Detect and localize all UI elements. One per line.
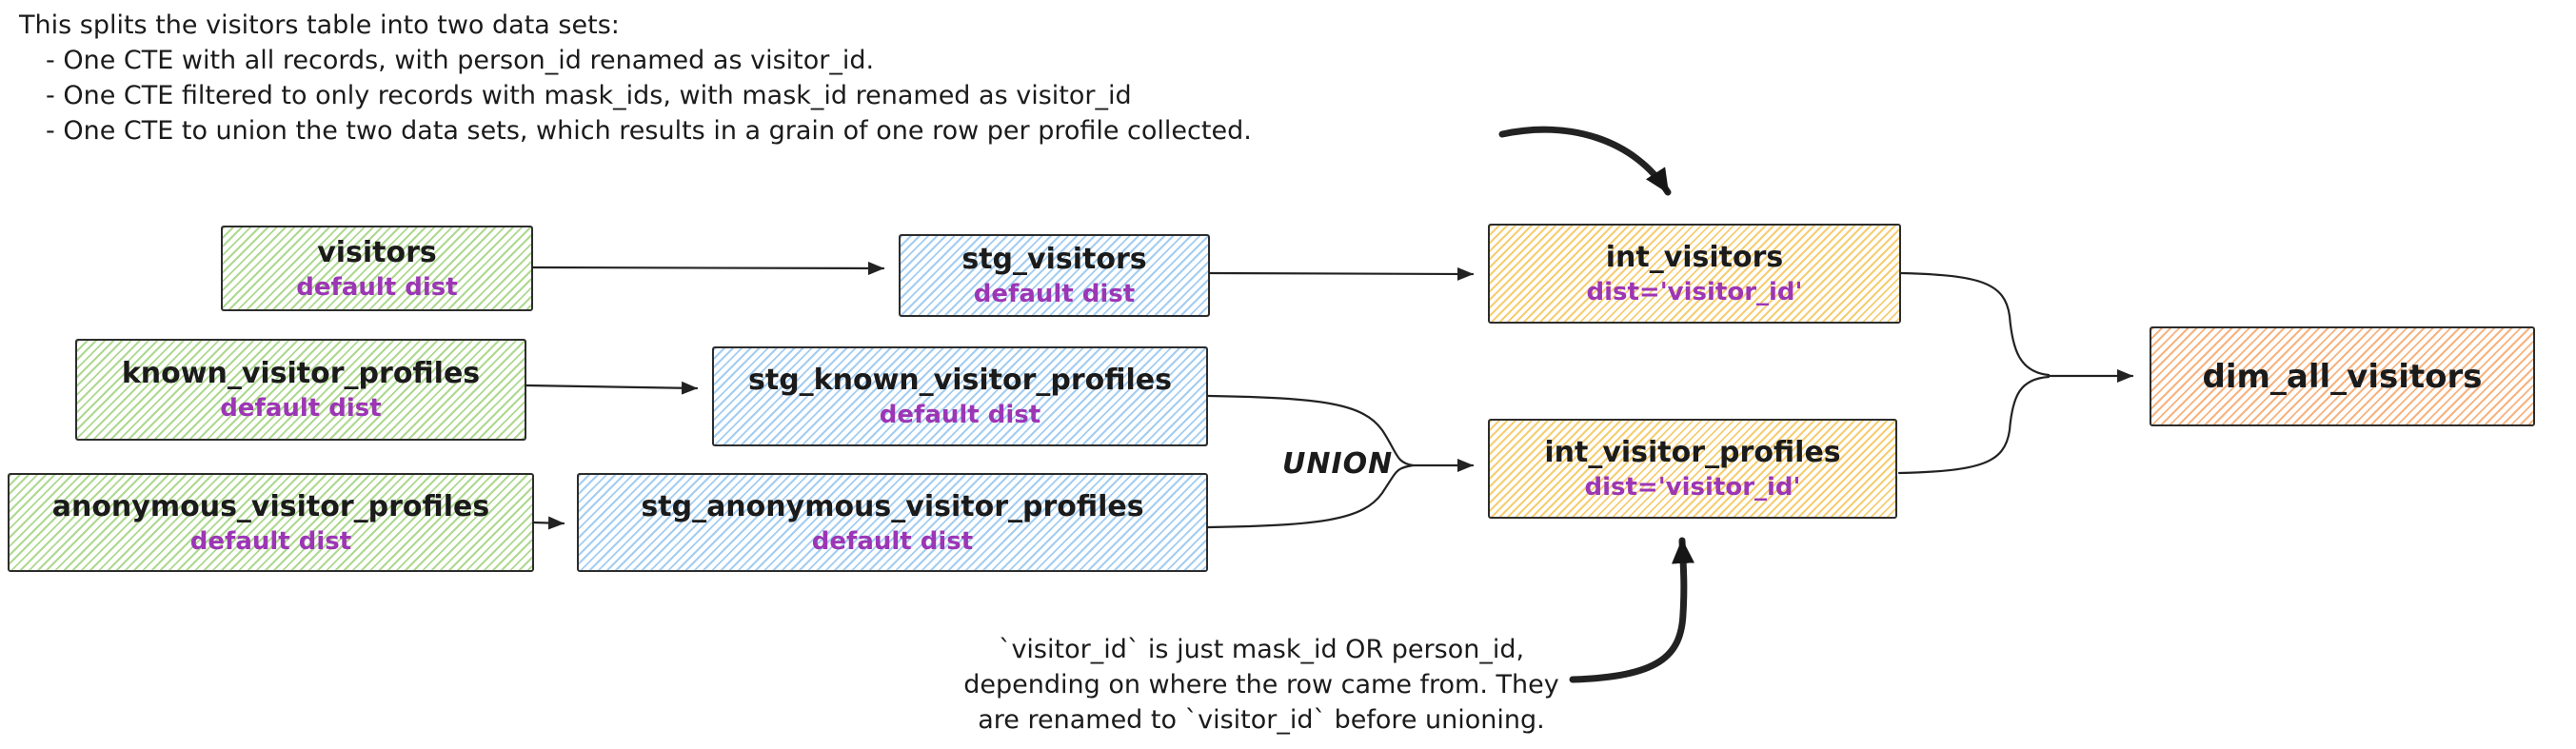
node-int-visitor-profiles: int_visitor_profiles dist='visitor_id'	[1488, 419, 1897, 519]
union-label: UNION	[1282, 447, 1394, 481]
node-int-visitor-profiles-subtitle: dist='visitor_id'	[1584, 473, 1801, 502]
annotation-bottom-line-1: `visitor_id` is just mask_id OR person_i…	[998, 635, 1525, 664]
node-known-visitor-profiles: known_visitor_profiles default dist	[75, 339, 526, 441]
node-visitors: visitors default dist	[221, 226, 533, 311]
arrow-anonymous-to-stg-anonymous	[532, 516, 565, 530]
annotation-top-line-2: - One CTE with all records, with person_…	[46, 46, 875, 75]
curve-int-visitors-to-merge	[1899, 271, 2051, 377]
annotation-bottom: `visitor_id` is just mask_id OR person_i…	[947, 632, 1575, 738]
node-stg-anonymous-visitor-profiles-title: stg_anonymous_visitor_profiles	[641, 489, 1144, 523]
annotation-top-line-4: - One CTE to union the two data sets, wh…	[46, 116, 1252, 146]
node-stg-visitors-title: stg_visitors	[961, 243, 1147, 276]
annotation-top-line-1: This splits the visitors table into two …	[19, 10, 620, 40]
node-stg-known-visitor-profiles: stg_known_visitor_profiles default dist	[712, 346, 1208, 446]
node-anonymous-visitor-profiles-title: anonymous_visitor_profiles	[51, 489, 490, 523]
node-int-visitor-profiles-title: int_visitor_profiles	[1544, 436, 1841, 469]
node-int-visitors: int_visitors dist='visitor_id'	[1488, 224, 1901, 324]
curve-stg-known-to-union	[1206, 394, 1415, 467]
node-int-visitors-title: int_visitors	[1605, 241, 1784, 274]
node-known-visitor-profiles-subtitle: default dist	[220, 394, 382, 423]
arrow-known-to-stg-known	[525, 381, 699, 395]
node-stg-visitors-subtitle: default dist	[973, 280, 1136, 308]
node-anonymous-visitor-profiles-subtitle: default dist	[189, 526, 352, 556]
node-visitors-subtitle: default dist	[296, 272, 458, 302]
node-known-visitor-profiles-title: known_visitor_profiles	[121, 357, 481, 390]
arrow-stg-visitors-to-int-visitors	[1208, 266, 1475, 281]
annotation-bottom-line-2: depending on where the row came from. Th…	[963, 670, 1559, 700]
node-dim-all-visitors-title: dim_all_visitors	[2202, 357, 2483, 396]
arrow-visitors-to-stg-visitors	[531, 261, 885, 275]
node-stg-anonymous-visitor-profiles: stg_anonymous_visitor_profiles default d…	[577, 473, 1208, 572]
annotation-arrow-bottom-to-int-visitor-profiles	[1569, 537, 1694, 683]
annotation-bottom-line-3: are renamed to `visitor_id` before union…	[978, 705, 1545, 735]
node-stg-known-visitor-profiles-subtitle: default dist	[879, 401, 1041, 429]
node-int-visitors-subtitle: dist='visitor_id'	[1586, 278, 1803, 306]
annotation-arrow-top-to-int-visitors	[1498, 126, 1672, 196]
node-visitors-title: visitors	[317, 235, 437, 269]
node-anonymous-visitor-profiles: anonymous_visitor_profiles default dist	[8, 473, 534, 572]
curve-stg-anonymous-to-union	[1206, 463, 1415, 529]
node-dim-all-visitors: dim_all_visitors	[2150, 326, 2535, 426]
node-stg-anonymous-visitor-profiles-subtitle: default dist	[811, 526, 974, 556]
node-stg-visitors: stg_visitors default dist	[899, 234, 1210, 317]
node-stg-known-visitor-profiles-title: stg_known_visitor_profiles	[748, 364, 1172, 397]
curve-int-visitor-profiles-to-merge	[1897, 375, 2051, 475]
annotation-top: This splits the visitors table into two …	[19, 8, 1252, 148]
annotation-top-line-3: - One CTE filtered to only records with …	[46, 81, 1132, 110]
